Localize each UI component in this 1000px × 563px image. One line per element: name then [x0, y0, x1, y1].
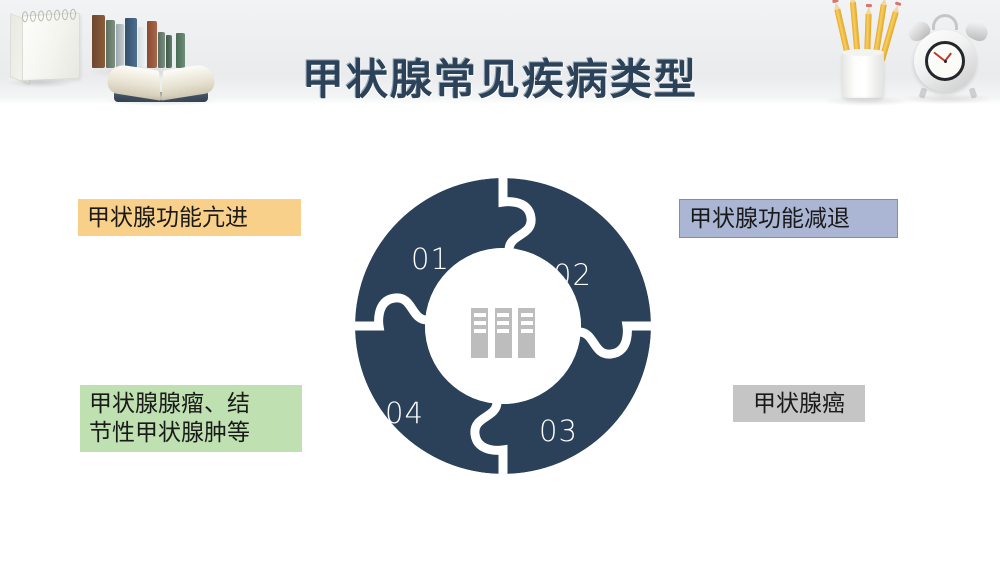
segment-number-02: 02	[553, 258, 592, 292]
puzzle-donut-diagram: 01 02 03 04	[353, 176, 653, 476]
callout-hyperthyroidism: 甲状腺功能亢进	[78, 199, 301, 237]
books-row-icon	[92, 10, 188, 68]
notepad-shadow	[6, 78, 74, 88]
callout-hypothyroidism: 甲状腺功能减退	[679, 199, 898, 239]
segment-number-01: 01	[411, 242, 450, 276]
open-book-shadow	[104, 96, 218, 106]
callout-adenoma-goiter: 甲状腺腺瘤、结 节性甲状腺肿等	[80, 385, 302, 452]
callout-thyroid-cancer: 甲状腺癌	[733, 385, 865, 423]
segment-number-03: 03	[539, 414, 578, 448]
striped-columns-icon	[471, 308, 535, 358]
pencil-cup-shadow	[824, 96, 910, 106]
open-book-icon	[106, 58, 216, 102]
alarm-clock-icon	[905, 12, 991, 100]
alarm-clock-shadow	[902, 94, 994, 104]
segment-number-04: 04	[385, 396, 424, 430]
page-title: 甲状腺常见疾病类型	[301, 56, 698, 104]
pencil-cup-icon	[828, 1, 904, 100]
